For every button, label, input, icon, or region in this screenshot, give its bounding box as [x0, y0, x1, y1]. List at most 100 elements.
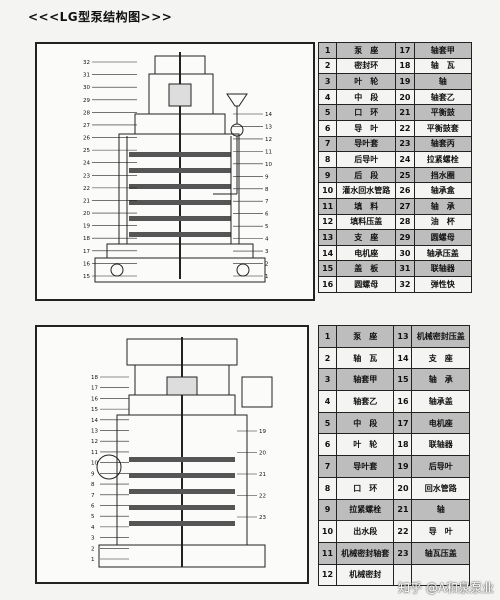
part-name: 机械密封 — [335, 563, 395, 587]
part-number: 1 — [318, 325, 337, 348]
callout-label: 6 — [91, 503, 95, 509]
part-name: 泵 座 — [336, 42, 397, 59]
part-name: 后 段 — [336, 166, 397, 184]
part-number: 12 — [318, 563, 337, 587]
callout-label: 22 — [259, 494, 266, 500]
part-number: 10 — [318, 520, 337, 543]
part-number: 2 — [318, 346, 337, 370]
callout-label: 20 — [83, 211, 90, 217]
filling-funnel — [226, 93, 248, 107]
part-number: 18 — [393, 433, 413, 457]
part-name: 拉紧螺栓 — [413, 151, 473, 168]
part-name: 挡水圈 — [413, 166, 473, 184]
callout-label: 27 — [83, 123, 90, 129]
part-name: 轴 承 — [411, 368, 470, 392]
part-number: 5 — [317, 104, 338, 121]
callout-label: 16 — [83, 261, 90, 267]
callout-label: 8 — [91, 482, 95, 488]
part-name: 支 座 — [411, 346, 470, 370]
outlet-flange — [236, 263, 250, 277]
part-name: 拉紧螺栓 — [335, 498, 395, 522]
part-number: 4 — [317, 88, 338, 106]
part-number: 29 — [395, 229, 415, 246]
part-number: 23 — [395, 135, 415, 153]
part-name: 泵 座 — [335, 325, 395, 348]
part-name: 轴承盒 — [413, 182, 473, 199]
part-number: 11 — [317, 197, 338, 215]
part-name: 电机座 — [336, 244, 397, 262]
part-number: 14 — [317, 244, 338, 262]
part-number: 17 — [393, 411, 413, 435]
part-name: 联轴器 — [411, 433, 470, 457]
part-number: 25 — [395, 166, 415, 184]
part-number: 19 — [393, 455, 413, 478]
callout-label: 12 — [91, 439, 98, 445]
part-name: 中 段 — [336, 88, 397, 106]
part-name: 导叶套 — [335, 455, 395, 478]
part-number: 17 — [395, 42, 415, 59]
part-name: 口 环 — [336, 104, 397, 121]
callout-label: 1 — [265, 274, 269, 280]
callout-label: 20 — [259, 451, 266, 457]
part-number: 30 — [395, 244, 415, 262]
callout-label: 29 — [83, 98, 90, 104]
part-name: 回水管路 — [411, 476, 470, 500]
part-number: 15 — [393, 368, 413, 392]
part-name: 圆螺母 — [336, 275, 397, 293]
part-number: 28 — [395, 213, 415, 231]
part-number: 8 — [318, 476, 337, 500]
part-name: 填 料 — [336, 197, 397, 215]
callout-label: 12 — [265, 137, 272, 143]
part-number: 23 — [393, 541, 413, 565]
callout-label: 7 — [91, 493, 95, 499]
part-name: 导 叶 — [336, 119, 397, 137]
callout-label: 4 — [265, 237, 269, 243]
part-name: 平衡鼓 — [413, 104, 473, 121]
callout-label: 11 — [91, 450, 98, 456]
part-name — [411, 563, 470, 587]
part-number: 1 — [317, 42, 338, 59]
part-name: 导 叶 — [411, 520, 470, 543]
callout-label: 21 — [83, 198, 90, 204]
part-name: 轴承压盖 — [413, 244, 473, 262]
part-name: 口 环 — [335, 476, 395, 500]
callout-label: 10 — [265, 162, 272, 168]
part-number: 20 — [395, 88, 415, 106]
callout-label: 23 — [83, 173, 90, 179]
bearing-box — [168, 83, 192, 107]
callout-label: 9 — [91, 471, 95, 477]
pump-base-2 — [98, 544, 266, 568]
callout-label: 25 — [83, 148, 90, 154]
callout-label: 31 — [83, 73, 90, 79]
part-name: 中 段 — [335, 411, 395, 435]
part-number: 13 — [317, 229, 338, 246]
callout-label: 23 — [259, 515, 266, 521]
callout-label: 19 — [259, 429, 266, 435]
part-number: 16 — [393, 390, 413, 413]
part-name: 圆螺母 — [413, 229, 473, 246]
part-name: 轴套丙 — [413, 135, 473, 153]
part-name: 轴套乙 — [335, 390, 395, 413]
callout-label: 13 — [91, 429, 98, 435]
part-number: 2 — [317, 57, 338, 75]
callout-label: 5 — [265, 224, 269, 230]
part-number: 3 — [317, 73, 338, 90]
